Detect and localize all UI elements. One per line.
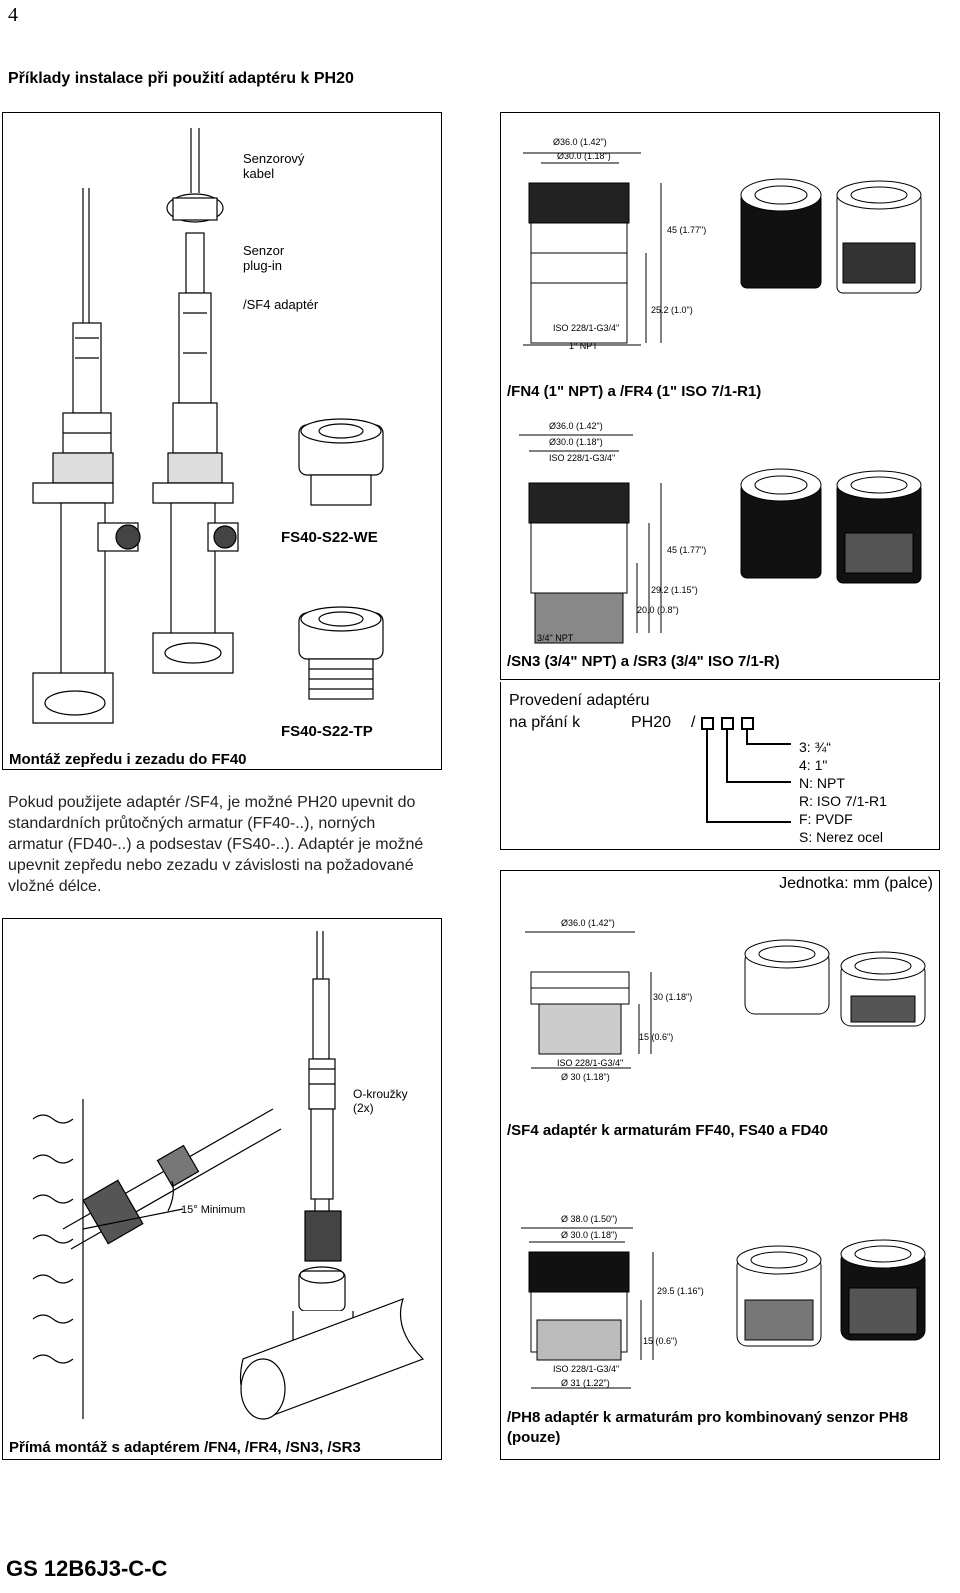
- fn4-sn3-figure: Ø36.0 (1.42") Ø30.0 (1.18") ISO 228/1-G3…: [500, 112, 940, 680]
- options-heading-1: Provedení adaptéru: [509, 692, 650, 709]
- sn3-dim-3: 3/4" NPT: [537, 633, 574, 643]
- sf4-dim-1: ISO 228/1-G3/4": [557, 1058, 623, 1068]
- fn4-caption: /FN4 (1" NPT) a /FR4 (1" ISO 7/1-R1): [507, 383, 762, 400]
- options-code-prefix: /: [691, 714, 696, 731]
- ph8-dim-5: 15 (0.6"): [643, 1336, 677, 1346]
- option-item: 4: 1": [799, 757, 828, 773]
- code-tree: [701, 717, 791, 823]
- options-list: 3: ¾“ 4: 1" N: NPT R: ISO 7/1-R1 F: PVDF…: [799, 738, 887, 846]
- direct-mounting-figure: 15° Minimum O-kroužky (2x) Přímá montáž …: [2, 918, 442, 1460]
- option-item: N: NPT: [799, 775, 845, 791]
- mounting-description: Pokud použijete adaptér /SF4, je možné P…: [8, 794, 424, 895]
- option-item: S: Nerez ocel: [799, 829, 884, 845]
- option-item: F: PVDF: [799, 811, 853, 827]
- document-code: GS 12B6J3-C-C: [6, 1556, 168, 1581]
- direct-mounting-caption: Přímá montáž s adaptérem /FN4, /FR4, /SN…: [9, 1439, 361, 1456]
- option-item: R: ISO 7/1-R1: [799, 793, 887, 809]
- options-heading-2: na přání k: [509, 714, 581, 731]
- fn4-dim-0: Ø36.0 (1.42"): [553, 137, 607, 147]
- sf4-dim-0: Ø36.0 (1.42"): [561, 918, 615, 928]
- section-title: Příklady instalace při použití adaptéru …: [8, 70, 354, 87]
- sn3-dim-4: 45 (1.77"): [667, 545, 706, 555]
- sn3-dim-2: ISO 228/1-G3/4": [549, 453, 615, 463]
- option-item: 3: ¾“: [799, 739, 831, 755]
- sf4-ph8-drawing: Ø36.0 (1.42") ISO 228/1-G3/4" Ø 30 (1.18…: [521, 918, 926, 1389]
- sf4-adapter-label: /SF4 adaptér: [243, 297, 319, 312]
- fn4-dim-1: Ø30.0 (1.18"): [557, 151, 611, 161]
- part-we-label: FS40-S22-WE: [281, 529, 378, 546]
- ff40-drawing: [32, 128, 384, 724]
- units-label: Jednotka: mm (palce): [779, 875, 933, 892]
- fn4-dim-2: ISO 228/1-G3/4": [553, 323, 619, 333]
- oring-label: O-kroužky (2x): [353, 1087, 408, 1115]
- ph8-caption: /PH8 adaptér k armaturám pro kombinovaný…: [507, 1409, 908, 1446]
- ff40-mounting-figure: Senzorový kabel Senzor plug-in /SF4 adap…: [2, 112, 442, 770]
- sf4-caption: /SF4 adaptér k armaturám FF40, FS40 a FD…: [507, 1122, 828, 1139]
- options-box: Provedení adaptéru na přání k PH20 / 3: …: [500, 682, 940, 850]
- sensor-cable-label: Senzorový kabel: [243, 151, 305, 181]
- angle-label: 15° Minimum: [181, 1204, 245, 1216]
- sensor-plugin-label: Senzor plug-in: [243, 243, 285, 273]
- ff40-caption: Montáž zepředu i zezadu do FF40: [9, 751, 247, 768]
- sf4-dim-4: 30 (1.18"): [653, 992, 692, 1002]
- sf4-dim-3: 15 (0.6"): [639, 1032, 673, 1042]
- units-box: Jednotka: mm (palce): [500, 870, 940, 900]
- ph8-dim-3: Ø 31 (1.22"): [561, 1378, 610, 1388]
- sn3-dim-6: 20.0 (0.8"): [637, 605, 679, 615]
- sf4-dim-2: Ø 30 (1.18"): [561, 1072, 610, 1082]
- options-model: PH20: [631, 714, 672, 731]
- fn4-dim-4: 45 (1.77"): [667, 225, 706, 235]
- fn4-dim-5: 25.2 (1.0"): [651, 305, 693, 315]
- sn3-dim-0: Ø36.0 (1.42"): [549, 421, 603, 431]
- sf4-ph8-figure: Ø36.0 (1.42") ISO 228/1-G3/4" Ø 30 (1.18…: [500, 900, 940, 1460]
- sn3-dim-1: Ø30.0 (1.18"): [549, 437, 603, 447]
- ph8-dim-1: Ø 30.0 (1.18"): [561, 1230, 617, 1240]
- fn4-drawing: Ø36.0 (1.42") Ø30.0 (1.18") ISO 228/1-G3…: [519, 137, 922, 644]
- direct-mounting-drawing: 15° Minimum: [32, 931, 425, 1420]
- sn3-caption: /SN3 (3/4" NPT) a /SR3 (3/4" ISO 7/1-R): [507, 653, 780, 670]
- ph8-dim-2: ISO 228/1-G3/4": [553, 1364, 619, 1374]
- ph8-dim-0: Ø 38.0 (1.50"): [561, 1214, 617, 1224]
- part-tp-label: FS40-S22-TP: [281, 723, 373, 740]
- page-number: 4: [8, 4, 18, 26]
- fn4-dim-3: 1" NPT: [569, 341, 598, 351]
- ph8-dim-4: 29.5 (1.16"): [657, 1286, 704, 1296]
- sn3-dim-5: 29.2 (1.15"): [651, 585, 698, 595]
